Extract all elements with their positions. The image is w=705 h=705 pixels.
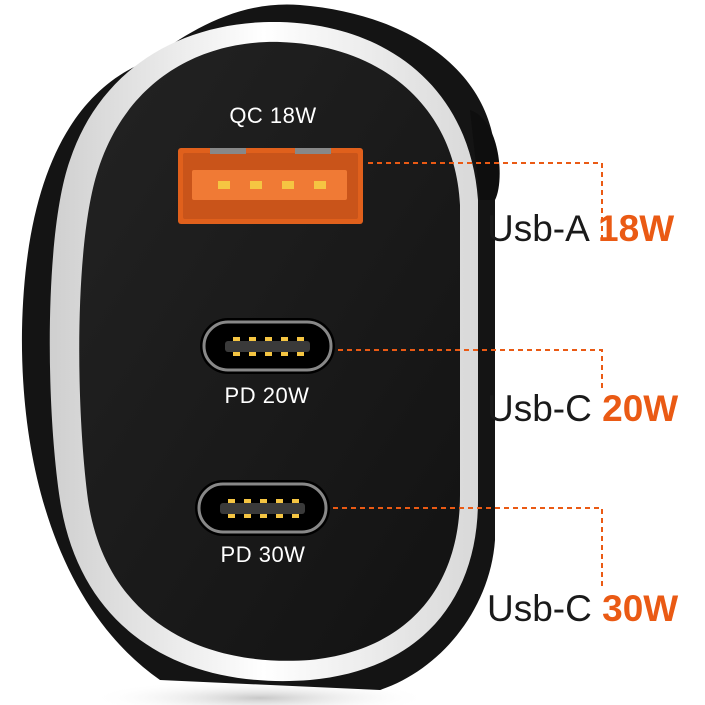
callout-usb-a-name: Usb-A [487,208,588,249]
callout-line-usb-a [368,162,603,238]
callout-usb-c-20w-name: Usb-C [487,388,592,429]
callout-usb-c-30w: Usb-C 30W [487,590,678,627]
port-label-qc: QC 18W [229,103,317,128]
port-label-pd30: PD 30W [220,542,306,567]
callout-lines [333,162,603,588]
usb-a-port [178,148,363,224]
callout-usb-c-20w: Usb-C 20W [487,390,678,427]
usb-c-port-20w [200,318,335,374]
callout-usb-c-30w-name: Usb-C [487,588,592,629]
usb-c-port-30w [195,480,330,536]
callout-usb-a-watt: 18W [598,208,675,249]
callout-usb-c-20w-watt: 20W [602,388,679,429]
callout-usb-c-30w-watt: 30W [602,588,679,629]
port-label-pd20: PD 20W [224,383,310,408]
callout-usb-a: Usb-A 18W [487,210,674,247]
callout-line-usb-c-20w [338,349,603,388]
